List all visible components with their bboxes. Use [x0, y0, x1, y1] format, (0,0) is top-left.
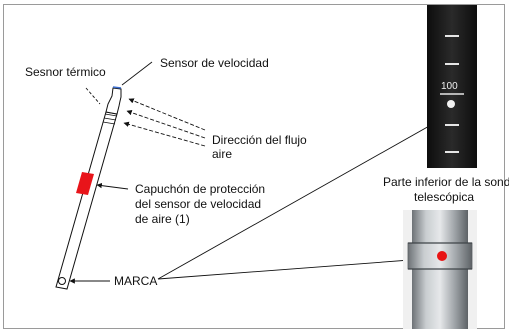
- thermal-ring: [102, 121, 116, 125]
- velocity-sensor-tip: [112, 86, 122, 89]
- probe-bottom-label-line2: telescópica: [414, 190, 474, 204]
- diagram-frame: [3, 4, 505, 329]
- scale-background: [427, 5, 477, 168]
- airflow-label-line2: aire: [212, 147, 232, 161]
- airflow-arrow: [126, 110, 206, 139]
- airflow-arrow: [128, 98, 206, 131]
- mark-circle: [58, 277, 66, 285]
- scale-number: 100: [441, 81, 458, 92]
- thermal-sensor-label: Sesnor térmico: [25, 65, 106, 79]
- mark-to-scale-line: [157, 124, 432, 280]
- thermal-ring: [104, 113, 118, 117]
- airflow-arrow: [123, 121, 206, 147]
- probe-bottom-label-line1: Parte inferior de la sonda: [383, 175, 509, 189]
- velocity-sensor-pointer: [121, 61, 153, 86]
- leader-lines: [69, 61, 438, 284]
- thermal-sensor-pointer: [85, 87, 101, 105]
- sensor-head: [105, 87, 122, 115]
- cap-label-line1: Capuchón de protección: [135, 182, 265, 196]
- velocity-sensor-label: Sensor de velocidad: [160, 56, 269, 70]
- mark-label: MARCA: [114, 274, 157, 288]
- thermal-ring: [103, 117, 117, 121]
- cap-label-line2: del sensor de velocidad: [135, 197, 261, 211]
- scale-photo: 100: [427, 5, 477, 168]
- protective-cap: [76, 172, 94, 195]
- cap-arrow: [96, 182, 129, 190]
- probe-bottom-photo: [403, 210, 477, 329]
- scale-dot: [447, 100, 455, 108]
- cap-label-line3: de aire (1): [135, 212, 190, 226]
- probe-stick: [55, 86, 122, 290]
- airflow-label-line1: Dirección del flujo: [212, 133, 307, 147]
- mark-dot: [437, 251, 447, 261]
- mark-to-probe-line: [157, 257, 438, 280]
